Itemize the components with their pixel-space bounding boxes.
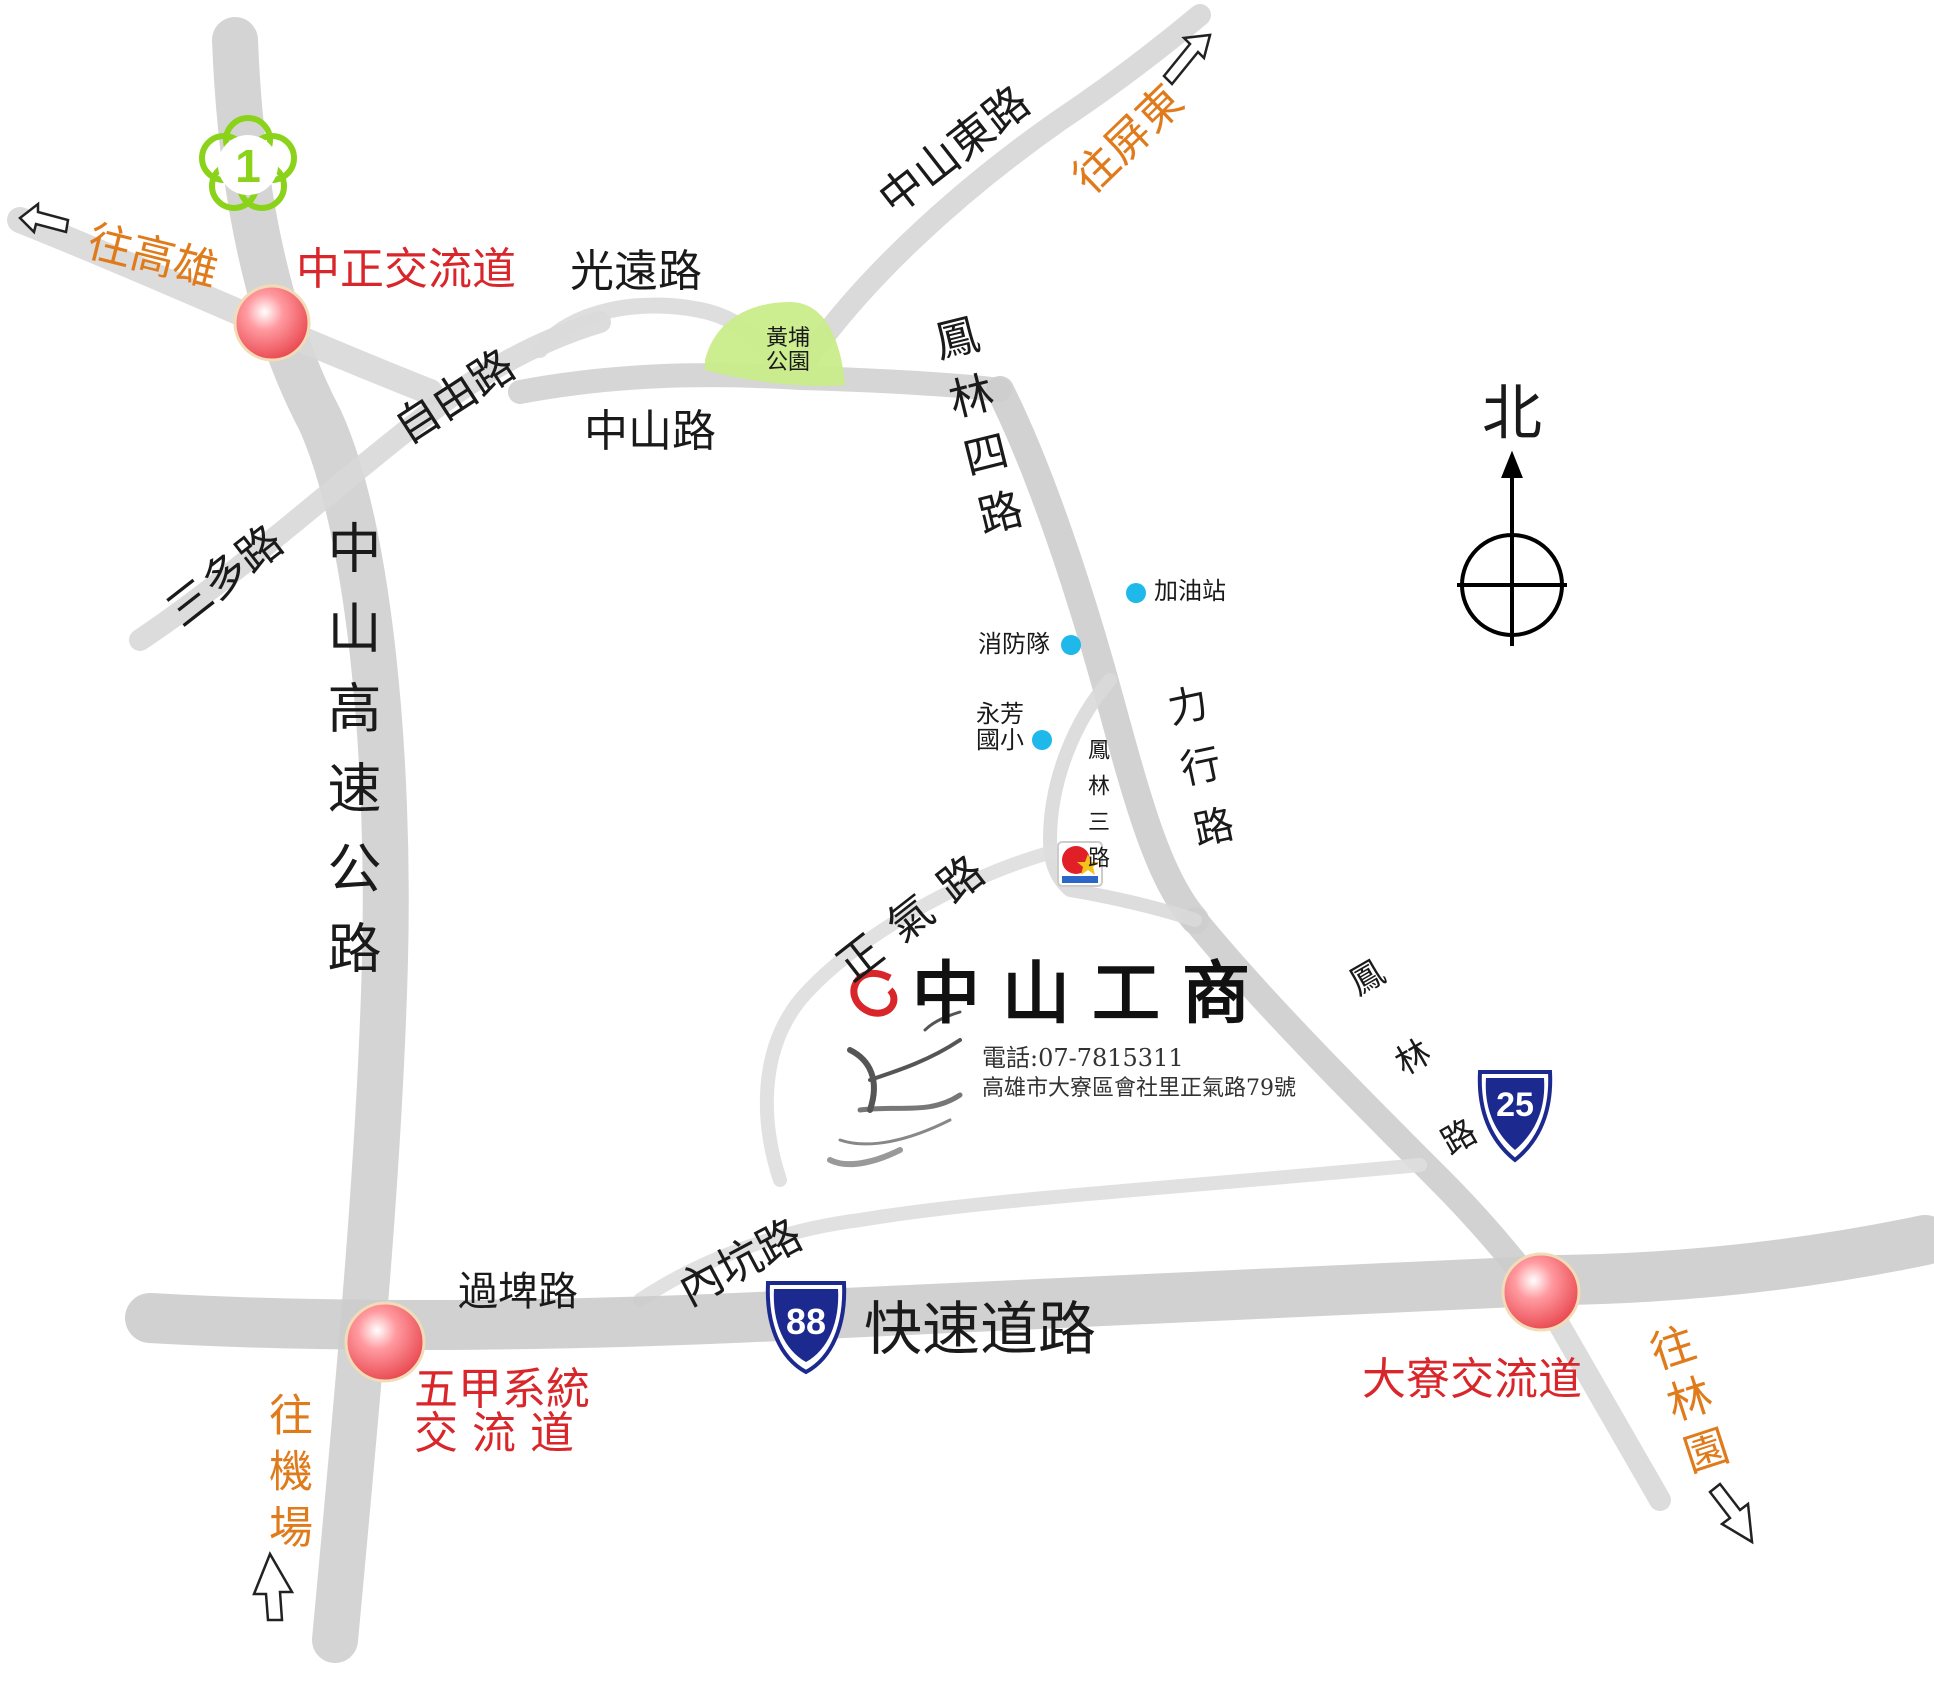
interchange-label-zhongzheng: 中正交流道 [296, 244, 516, 295]
gas-station-dot[interactable] [1126, 583, 1146, 603]
road-network [7, 4, 1934, 1663]
road-label-expressway: 快速道路 [864, 1295, 1097, 1363]
road-zhengqi [759, 843, 1067, 1187]
provincial-highway-number: 25 [1496, 1086, 1534, 1124]
direction-label-airport: 往機場 [261, 1392, 312, 1560]
interchange-label-daliao: 大寮交流道 [1362, 1354, 1582, 1405]
expressway-shield: 88 [765, 1281, 847, 1375]
fire-station-dot[interactable] [1061, 635, 1081, 655]
arrow-to-pingtung [1162, 33, 1212, 86]
park-label-1: 黃埔 [766, 326, 811, 351]
road-expressway [125, 1215, 1934, 1351]
road-label-guangyuan: 光遠路 [570, 246, 702, 297]
park-label-2: 公園 [766, 350, 811, 375]
poi-label-school-2: 國小 [976, 726, 1024, 754]
expressway-number: 88 [786, 1301, 826, 1342]
compass-north-label: 北 [1482, 379, 1542, 449]
direction-arrows [18, 33, 1754, 1622]
poi-label-school-1: 永芳 [976, 700, 1024, 728]
road-label-zhongshan-highway: 中山高速公路 [318, 520, 381, 1000]
road-label-guopi: 過埤路 [458, 1269, 578, 1315]
arrow-to-linyuan [1708, 1482, 1754, 1545]
road-label-zhongshan: 中山路 [584, 406, 716, 457]
interchange-label-wujia-2: 交 流 道 [414, 1408, 574, 1459]
national-highway-number: 1 [235, 140, 261, 192]
park-area [705, 302, 845, 387]
road-label-fenglin-3: 鳳林三路 [1084, 738, 1109, 882]
road-fenglin-3 [1043, 673, 1202, 927]
national-highway-shield: 1 [199, 115, 297, 211]
arrow-to-kaohsiung [18, 201, 70, 235]
road-zhongshan-east [789, 4, 1211, 381]
interchange-label-wujia-1: 五甲系統 [414, 1364, 590, 1415]
ink-figure-illustration [827, 1010, 963, 1168]
arrow-to-airport [252, 1551, 295, 1622]
school-address: 高雄市大寮區會社里正氣路79號 [982, 1076, 1296, 1101]
road-neikeng [633, 1158, 1427, 1307]
provincial-highway-shield: 25 [1477, 1070, 1553, 1163]
interchange-daliao-marker[interactable] [1501, 1252, 1581, 1332]
north-compass [1457, 450, 1567, 646]
poi-label-gas-station: 加油站 [1154, 577, 1226, 605]
school-logo-mark [850, 969, 898, 1017]
school-phone: 電話:07-7815311 [982, 1044, 1184, 1072]
poi-label-fire-station: 消防隊 [978, 630, 1050, 658]
school-dot[interactable] [1032, 730, 1052, 750]
interchange-zhongzheng-marker[interactable] [233, 284, 311, 362]
interchange-wujia-marker[interactable] [344, 1301, 426, 1383]
school-name: 中山工商 [912, 954, 1273, 1034]
school-location-icon[interactable] [1057, 841, 1103, 887]
